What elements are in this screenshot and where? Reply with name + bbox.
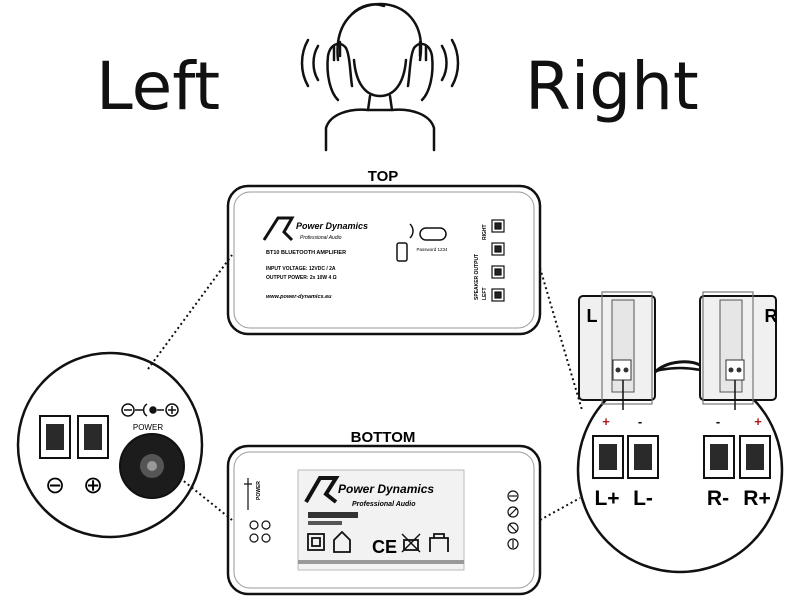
top-brand-logo: Power Dynamics Professional Audio bbox=[262, 216, 368, 242]
bottom-brand-name: Power Dynamics bbox=[338, 482, 434, 496]
speaker-leader-bottom bbox=[539, 497, 581, 521]
power-leader-top bbox=[147, 254, 233, 370]
bottom-brand-logo: Power Dynamics Professional Audio bbox=[304, 476, 434, 508]
top-spec-input: INPUT VOLTAGE: 12VDC / 2A bbox=[266, 266, 336, 272]
bottom-view-inner-edge bbox=[233, 451, 535, 589]
polarity-mark-r-plus: + bbox=[754, 414, 762, 429]
polarity-mark-l-plus: + bbox=[602, 414, 610, 429]
speaker-terminal-r-minus bbox=[703, 435, 735, 479]
top-view-inner-edge bbox=[233, 191, 535, 329]
power-detail-terminals bbox=[39, 415, 109, 459]
top-speaker-output-label: SPEAKER OUTPUT bbox=[474, 254, 480, 300]
speaker-terminal-l-minus bbox=[627, 435, 659, 479]
left-speaker-label: L bbox=[587, 306, 598, 326]
terminal-label-r-plus: R+ bbox=[743, 487, 770, 510]
bottom-power-jack bbox=[244, 478, 271, 543]
top-terminal-block bbox=[491, 219, 505, 302]
bottom-text-line bbox=[308, 521, 342, 525]
dc-power-jack bbox=[119, 433, 185, 499]
right-heading: Right bbox=[525, 48, 699, 125]
power-leader-bottom bbox=[179, 477, 233, 521]
power-plus-symbol: ⊕ bbox=[83, 472, 103, 499]
bottom-fine-print bbox=[298, 560, 464, 564]
bottom-barcode-line bbox=[308, 512, 358, 518]
terminal-label-l-plus: L+ bbox=[594, 487, 619, 510]
bluetooth-phone-icon bbox=[396, 223, 447, 262]
speaker-leader-top bbox=[539, 267, 583, 411]
left-speaker bbox=[578, 291, 656, 410]
top-left-label: LEFT bbox=[482, 288, 488, 301]
speaker-terminal-r-plus bbox=[739, 435, 771, 479]
top-brand-name: Power Dynamics bbox=[296, 221, 368, 231]
right-speaker-label: R bbox=[765, 306, 778, 326]
top-url: www.power-dynamics.eu bbox=[266, 294, 332, 300]
terminal-label-l-minus: L- bbox=[633, 487, 653, 510]
right-speaker bbox=[699, 291, 777, 410]
power-detail-label: POWER bbox=[133, 423, 163, 432]
left-heading: Left bbox=[96, 48, 221, 125]
bottom-ce-mark: CE bbox=[372, 537, 397, 557]
top-spec-output: OUTPUT POWER: 2x 10W 4 Ω bbox=[266, 275, 337, 281]
speaker-detail-circle bbox=[576, 366, 784, 574]
listener-icon bbox=[300, 2, 460, 152]
top-brand-sub: Professional Audio bbox=[300, 235, 342, 241]
top-model: BT10 BLUETOOTH AMPLIFIER bbox=[266, 250, 346, 256]
top-view-panel bbox=[226, 184, 542, 336]
bottom-power-label: POWER bbox=[256, 481, 262, 500]
polarity-mark-l-minus: - bbox=[638, 414, 642, 429]
top-right-label: RIGHT bbox=[482, 224, 488, 240]
terminal-label-r-minus: R- bbox=[707, 487, 729, 510]
speaker-link-cable bbox=[653, 360, 701, 374]
bottom-cert-icons bbox=[307, 530, 449, 553]
dc-polarity-symbol bbox=[121, 403, 179, 417]
bottom-label-sticker bbox=[297, 469, 465, 571]
top-view-label: TOP bbox=[368, 168, 399, 185]
bottom-brand-sub: Professional Audio bbox=[352, 501, 416, 508]
polarity-mark-r-minus: - bbox=[716, 414, 720, 429]
bottom-view-label: BOTTOM bbox=[351, 429, 416, 446]
power-minus-symbol: ⊖ bbox=[45, 472, 65, 499]
bottom-side-symbols bbox=[507, 490, 519, 550]
top-pair-label: Password 1234 bbox=[416, 247, 448, 252]
speaker-terminal-l-plus bbox=[592, 435, 624, 479]
